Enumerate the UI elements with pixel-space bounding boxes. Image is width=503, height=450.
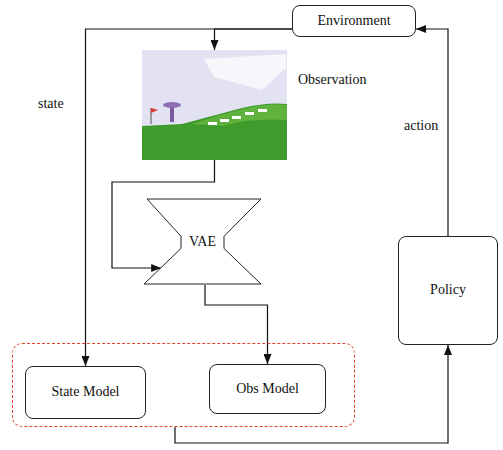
game-screenshot	[142, 50, 287, 160]
edge-label: state	[36, 96, 66, 112]
observation-image: Observation	[142, 50, 287, 160]
flow-arrow	[205, 285, 268, 364]
vae-hourglass: VAE	[143, 198, 262, 285]
node-label: State Model	[51, 384, 119, 400]
edge-label: action	[402, 118, 440, 134]
policy-box: Policy	[398, 236, 498, 345]
node-label: Policy	[430, 282, 466, 298]
obs-model-box: Obs Model	[209, 364, 326, 414]
flow-arrow	[175, 345, 448, 443]
flow-arrow	[215, 29, 293, 50]
node-label: Obs Model	[236, 381, 299, 397]
state-model-box: State Model	[25, 366, 146, 419]
node-label: Environment	[317, 13, 390, 29]
flow-arrow	[86, 29, 293, 366]
model-group: State Model Obs Model	[12, 343, 355, 427]
image-caption: Observation	[298, 72, 366, 88]
environment-box: Environment	[292, 5, 416, 37]
node-label: VAE	[189, 234, 216, 250]
